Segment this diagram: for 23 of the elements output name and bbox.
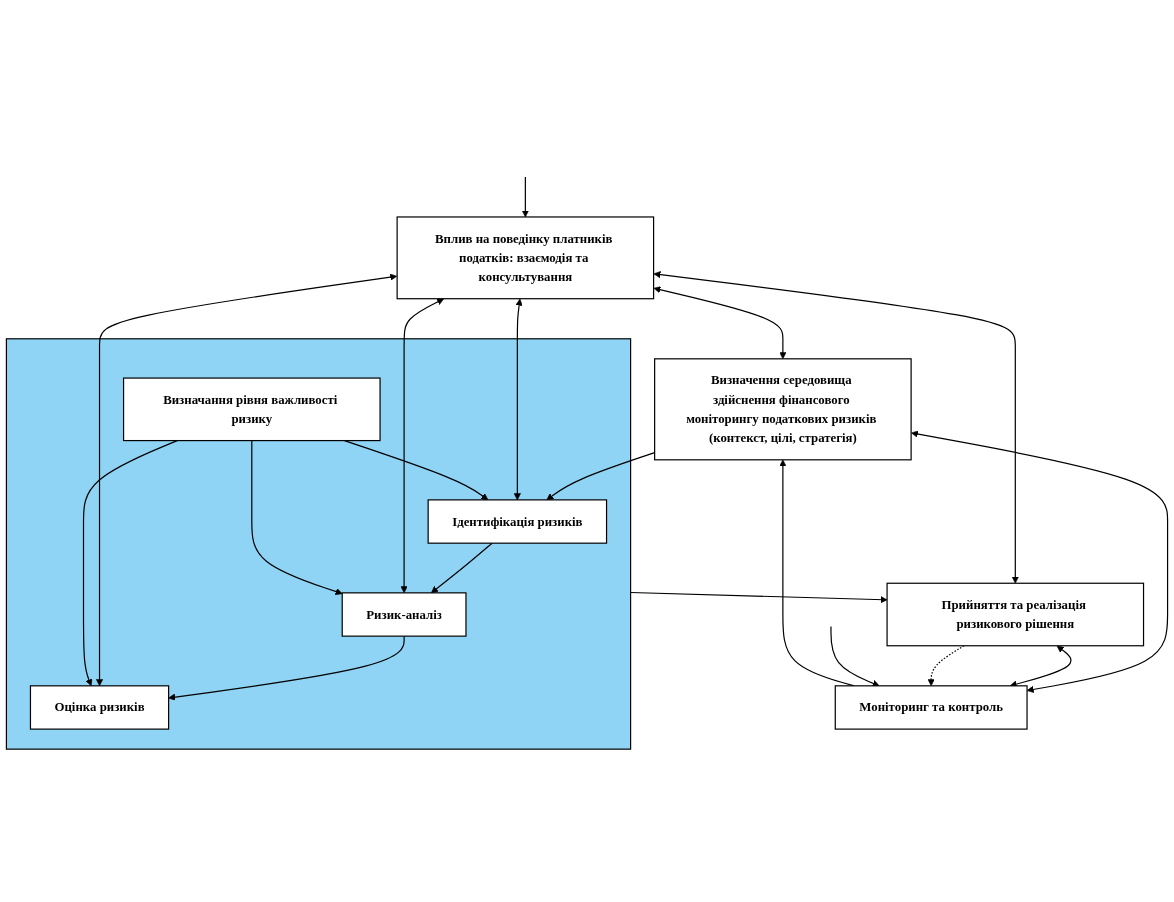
arrow: [911, 430, 1169, 693]
node-box: Визначення середовища здійснення фінансового моніторингу податкових ризиків (контекст, цілі, стратегія): [654, 358, 912, 461]
arrow: [630, 591, 888, 604]
arrow: [653, 286, 787, 360]
node-box: Визначання рівня важливості ризику: [123, 377, 381, 442]
node-box: Моніторинг та контроль: [834, 685, 1028, 730]
node-box: Оцінка ризиків: [29, 685, 170, 730]
node-box: Ідентифікація ризиків: [427, 499, 608, 544]
arrow: [431, 542, 493, 594]
cluster: [5, 338, 632, 750]
arrow: [830, 625, 880, 687]
arrow: [927, 645, 965, 687]
node-box: Вплив на поведінку платників податків: взаємодія та консультування: [396, 216, 655, 300]
arrow: [343, 439, 489, 501]
node-box: Прийняття та реалізація ризикового рішення: [886, 582, 1145, 647]
arrow: [96, 273, 398, 687]
arrow: [400, 298, 444, 594]
arrow: [513, 298, 523, 501]
arrow: [82, 439, 178, 687]
arrow: [168, 635, 405, 701]
arrow: [521, 176, 529, 218]
arrow: [251, 439, 343, 595]
node-box: Ризик-аналіз: [341, 592, 467, 637]
